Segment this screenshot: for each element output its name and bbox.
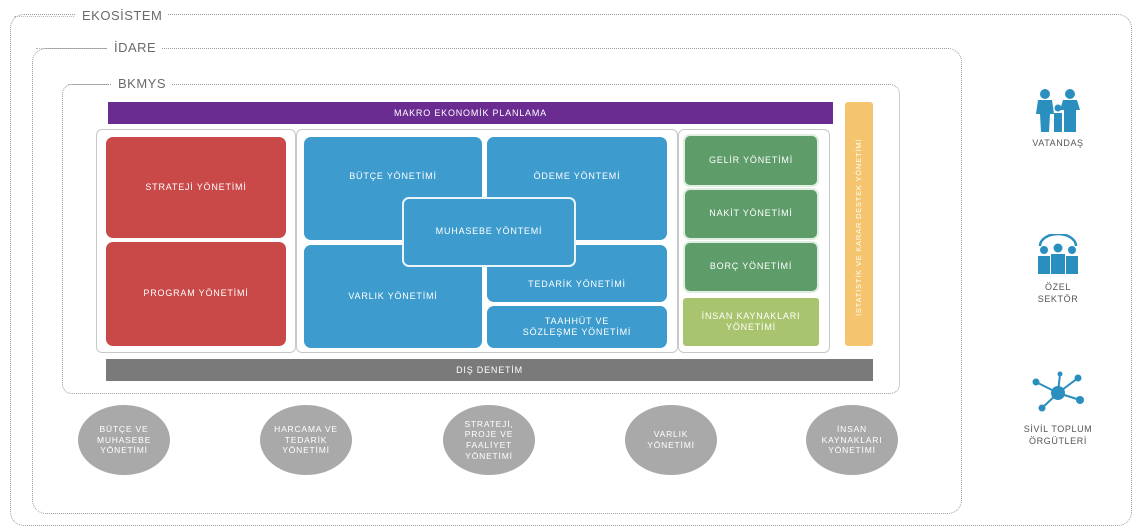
bkmys-frame [62, 84, 900, 394]
stakeholder-vatandas-label: VATANDAŞ [1032, 138, 1084, 148]
red-group-frame [96, 129, 296, 353]
idare-label: İDARE [108, 40, 163, 55]
green-group-frame [678, 129, 830, 353]
network-icon [1028, 370, 1088, 416]
bkmys-label-line [68, 84, 108, 85]
bkmys-label: BKMYS [112, 76, 173, 91]
circle-butce-muhasebe: BÜTÇE VE MUHASEBE YÖNETİMİ [78, 405, 170, 475]
stakeholder-sivil-toplum-label: SİVİL TOPLUM ÖRGÜTLERİ [1023, 424, 1093, 446]
istatistik-karar-destek-label: İSTATİSTİK VE KARAR DESTEK YÖNETİMİ [854, 138, 863, 316]
ekosistem-label-line [14, 16, 74, 17]
makro-ekonomik-planlama-bar: MAKRO EKONOMİK PLANLAMA [108, 102, 833, 124]
program-yonetimi-box: PROGRAM YÖNETİMİ [106, 242, 286, 346]
dis-denetim-bar: DIŞ DENETİM [106, 359, 873, 381]
idare-label-line [36, 48, 106, 49]
ekosistem-frame [10, 14, 1132, 526]
circle-varlik: VARLIK YÖNETİMİ [625, 405, 717, 475]
istatistik-karar-destek-bar: İSTATİSTİK VE KARAR DESTEK YÖNETİMİ [845, 102, 873, 346]
muhasebe-yontemi-box: MUHASEBE YÖNTEMİ [402, 197, 576, 267]
butce-yonetimi-label: BÜTÇE YÖNETİMİ [349, 171, 437, 181]
taahhut-sozlesme-yonetimi-box: TAAHHÜT VE SÖZLEŞME YÖNETİMİ [487, 306, 667, 348]
circle-strateji-proje-faaliyet: STRATEJİ, PROJE VE FAALİYET YÖNETİMİ [443, 405, 535, 475]
ekosistem-label: EKOSİSTEM [76, 8, 169, 23]
circle-insan-kaynaklari: İNSAN KAYNAKLARI YÖNETİMİ [806, 405, 898, 475]
circle-harcama-tedarik: HARCAMA VE TEDARİK YÖNETİMİ [260, 405, 352, 475]
stakeholder-ozel-sektor-label: ÖZEL SEKTÖR [1037, 282, 1079, 304]
group-icon [1034, 232, 1082, 274]
varlik-yonetimi-label: VARLIK YÖNETİMİ [348, 290, 438, 301]
blue-group-frame [296, 129, 678, 353]
insan-kaynaklari-yonetimi-box: İNSAN KAYNAKLARI YÖNETİMİ [683, 298, 819, 346]
odeme-yontemi-label: ÖDEME YÖNTEMİ [533, 171, 621, 181]
gelir-yonetimi-box: GELİR YÖNETİMİ [683, 134, 819, 187]
nakit-yonetimi-box: NAKİT YÖNETİMİ [683, 188, 819, 240]
strateji-yonetimi-box: STRATEJİ YÖNETİMİ [106, 137, 286, 238]
borc-yonetimi-box: BORÇ YÖNETİMİ [683, 241, 819, 293]
family-icon [1032, 88, 1084, 134]
idare-frame [32, 48, 962, 514]
tedarik-yonetimi-label: TEDARİK YÖNETİMİ [528, 278, 626, 289]
